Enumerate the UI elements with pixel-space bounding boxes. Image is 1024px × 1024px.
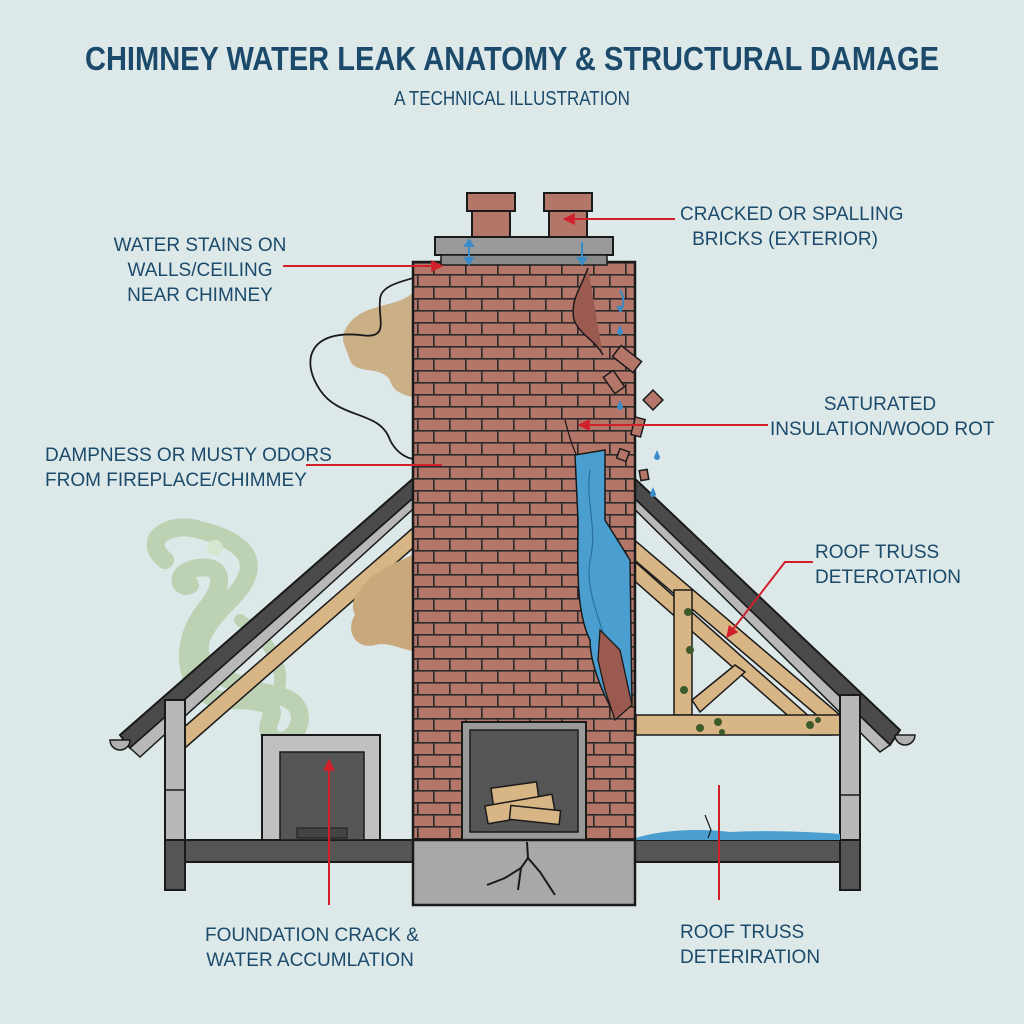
label-water-stains: WATER STAINS ON WALLS/CEILING NEAR CHIMN…: [113, 235, 287, 306]
brick-crack: [572, 267, 604, 356]
foundation-crack: [486, 841, 556, 896]
leader-lines: [283, 213, 813, 905]
left-roof: [109, 453, 447, 841]
falling-debris-icon: [602, 344, 664, 482]
floor-structure: [164, 814, 861, 891]
right-roof: [603, 453, 916, 841]
page-title: CHIMNEY WATER LEAK ANATOMY & STRUCTURAL …: [84, 40, 940, 77]
water-drops-icon: [616, 289, 660, 497]
label-dampness: DAMPNESS OR MUSTY ODORS FROM FIREPLACE/C…: [45, 445, 332, 491]
foundation: [411, 838, 637, 907]
label-roof-truss-lower: ROOF TRUSS DETERIRATION: [680, 922, 821, 968]
page-subtitle: A TECHNICAL ILLUSTRATION: [394, 88, 630, 110]
firewood-icon: [484, 781, 562, 826]
label-cracked-bricks: CRACKED OR SPALLING BRICKS (EXTERIOR): [680, 204, 904, 250]
label-foundation-crack: FOUNDATION CRACK & WATER ACCUMLATION: [205, 925, 419, 971]
label-roof-truss-upper: ROOF TRUSS DETEROTATION: [815, 542, 962, 588]
stain-outline: [309, 267, 444, 461]
main-fireplace: [461, 721, 587, 841]
label-saturated-insulation: SATURATED INSULATION/WOOD ROT: [770, 394, 995, 440]
secondary-fireplace: [261, 734, 381, 841]
